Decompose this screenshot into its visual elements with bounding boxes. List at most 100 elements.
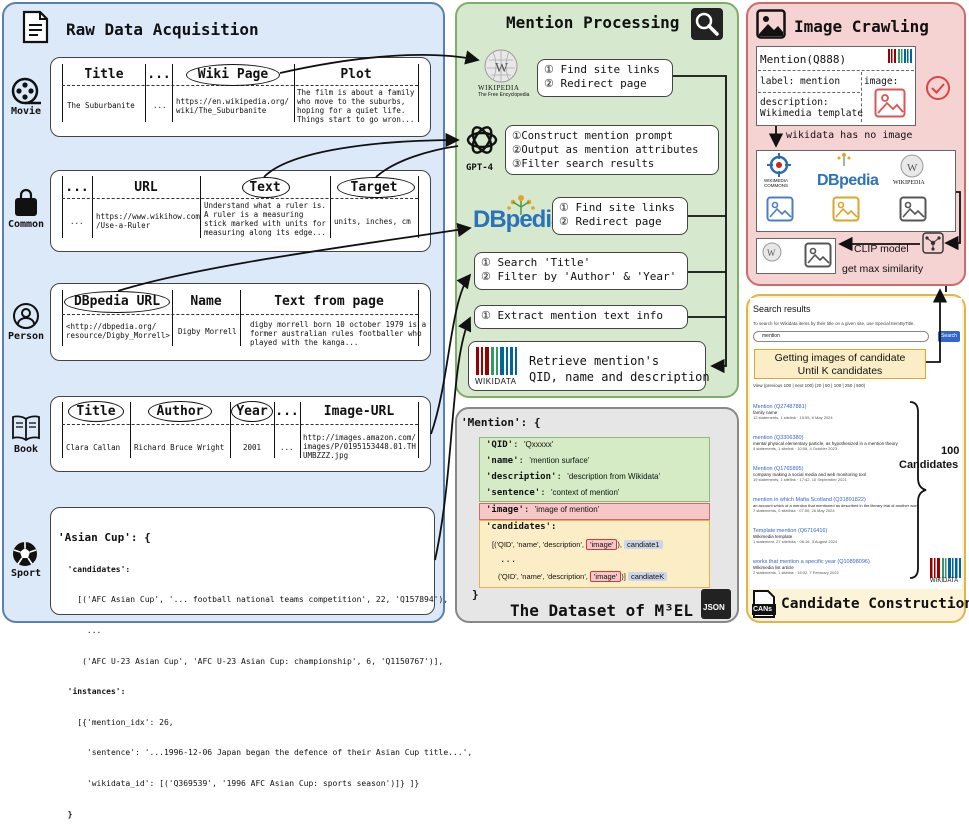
- person-cell-text: digby morrell born 10 october 1979 is a …: [250, 320, 427, 347]
- wikimedia-commons-icon: [767, 153, 791, 177]
- mention-processing-title: Mention Processing: [506, 13, 680, 32]
- gpt-label: GPT-4: [466, 163, 494, 173]
- result-meta: 19 statements, 1 sitelink · 17:42, 10 Se…: [753, 477, 847, 482]
- movie-header-title: Title: [84, 67, 124, 82]
- open-book-icon: [12, 415, 40, 442]
- mention-q888-title: Mention(Q888): [760, 53, 847, 66]
- category-movie: Movie: [10, 106, 42, 117]
- dataset-row-image: 'image': 'image of mention': [486, 505, 600, 515]
- mention-desc-line1: description:: [760, 97, 829, 108]
- book-cell-image-url: http://images.amazon.com/ images/P/01951…: [303, 433, 416, 460]
- sport-line: [{'mention_idx': 26,: [58, 717, 174, 727]
- max-similarity-label: get max similarity: [842, 263, 924, 275]
- dataset-val: 'context of mention': [551, 488, 620, 497]
- dataset-candidate-fields: ('QID', 'name', 'description',: [498, 572, 588, 581]
- author-highlight: [148, 401, 212, 422]
- getting-images-box: Getting images of candidate Until K cand…: [754, 349, 926, 379]
- dataset-candidate-row-k: ('QID', 'name', 'description', 'image')]…: [498, 571, 668, 582]
- dbpedia-tree-icon: [507, 195, 535, 215]
- common-header-url: URL: [134, 180, 158, 195]
- result-desc: Wikimedia list article: [753, 565, 794, 570]
- image-icon: [756, 9, 786, 39]
- wikidata-logo-text: WIKIDATA: [475, 377, 517, 386]
- wikipedia-small-globe-icon: W: [900, 154, 924, 178]
- dbpedia-small-tree-icon: [837, 153, 851, 166]
- sport-line: ('AFC U-23 Asian Cup', 'AFC U-23 Asian C…: [58, 656, 444, 666]
- dataset-val: 'description from Wikidata': [567, 472, 661, 481]
- search-query: mention: [762, 333, 780, 339]
- result-desc: Wikimedia template: [753, 534, 793, 539]
- extract-steps-box: ① Extract mention text info: [474, 305, 688, 329]
- svg-text:W: W: [495, 61, 509, 76]
- wikipedia-result-globe-icon: W: [762, 242, 782, 262]
- candidates-word: Candidates: [899, 459, 959, 471]
- book-header-ellipsis: ...: [275, 404, 299, 419]
- dataset-candidate-image-tag: 'image': [586, 539, 618, 550]
- common-cell-target: units, inches, cm: [334, 217, 411, 226]
- movie-cell-title: The Suburbanite: [67, 101, 135, 110]
- common-header-ellipsis: ...: [65, 180, 89, 195]
- dataset-image-block: [479, 503, 710, 520]
- book-header-image-url: Image-URL: [323, 404, 395, 419]
- common-cell-ellipsis: ...: [70, 217, 84, 226]
- dataset-row-sentence: 'sentence': 'context of mention': [486, 488, 620, 498]
- common-cell-text: Understand what a ruler is. A ruler is a…: [204, 201, 326, 237]
- wikidata-barcode-icon: [476, 347, 517, 375]
- book-cell-year: 2001: [243, 443, 262, 452]
- person-header-dbpedia-url: DBpedia URL: [73, 294, 161, 309]
- result-title[interactable]: Template:mention (Q6716416): [753, 528, 828, 534]
- image-gray-icon: [899, 196, 927, 222]
- wikidata-retrieve-text: Retrieve mention's QID, name and descrip…: [529, 354, 710, 384]
- svg-text:W: W: [767, 248, 776, 258]
- dataset-key: 'description': [486, 472, 557, 482]
- mention-image-label: image:: [864, 76, 899, 87]
- result-title[interactable]: Mention (Q27487881): [753, 404, 807, 410]
- search-results-heading: Search results: [753, 304, 811, 314]
- common-header-text: Text: [249, 180, 281, 195]
- svg-text:W: W: [907, 162, 918, 174]
- category-person: Person: [7, 331, 45, 342]
- result-title[interactable]: mention (Q3306380): [753, 435, 804, 441]
- movie-header-wiki-page: Wiki Page: [197, 67, 269, 82]
- result-item[interactable]: mention (Q3306380) mental physical eleme…: [753, 435, 918, 451]
- candidate-construction-title: Candidate Construction: [781, 596, 969, 612]
- result-item[interactable]: works that mention a specific year (Q108…: [753, 559, 918, 575]
- search-button[interactable]: Search: [938, 331, 960, 342]
- book-header-author: Author: [156, 404, 204, 419]
- person-cell-name: Digby Morrell: [178, 327, 237, 336]
- magnifier-icon: [691, 8, 723, 40]
- result-meta: 2 statements, 1 sitelink · 16:32, 7 Febr…: [753, 570, 839, 575]
- result-title[interactable]: works that mention a specific year (Q108…: [753, 559, 870, 565]
- hundred-count: 100: [941, 445, 960, 457]
- wikipedia-logo-text: WIKIPEDIA: [478, 84, 520, 92]
- result-item[interactable]: Mention (Q1765895) company making a soci…: [753, 466, 918, 482]
- search-hint: To search for Wikidata items by their ti…: [753, 321, 915, 326]
- wikidata-mini-barcode-icon: [888, 49, 912, 63]
- sport-json-card: [50, 507, 435, 615]
- wiki-steps-box: ① Find site links ② Redirect page: [537, 59, 673, 97]
- person-cell-url: <http://dbpedia.org/ resource/Digby_Morr…: [66, 322, 170, 340]
- result-title[interactable]: mention in which Mafia Scotland (Q318918…: [753, 497, 866, 503]
- dataset-title: The Dataset of M³EL: [510, 601, 694, 620]
- dataset-row-qid: 'QID': 'Qxxxxx': [486, 440, 554, 450]
- result-desc: mental physical elementary particle, as …: [753, 441, 898, 446]
- result-meta: 12 statements, 1 sitelink · 15:55, 6 May…: [753, 415, 833, 420]
- dataset-row-name: 'name': 'mention surface': [486, 456, 590, 466]
- result-item[interactable]: Mention (Q27487881) family name 12 state…: [753, 404, 918, 420]
- title-highlight: [68, 401, 124, 422]
- dataset-key: 'QID': [486, 440, 514, 450]
- image-crawling-title: Image Crawling: [794, 17, 929, 36]
- dataset-candidates-key: 'candidates':: [486, 522, 557, 532]
- results-count-line: View (previous 100 | next 100) (20 | 50 …: [753, 383, 866, 388]
- book-header-year: Year: [236, 404, 268, 419]
- dataset-candidate-id-k: candiateK: [627, 572, 668, 581]
- mention-label-line: label: mention: [760, 76, 841, 87]
- dataset-key: 'name': [486, 456, 519, 466]
- movie-header-ellipsis: ...: [147, 67, 171, 82]
- result-title[interactable]: Mention (Q1765895): [753, 466, 804, 472]
- result-item[interactable]: mention in which Mafia Scotland (Q318918…: [753, 497, 928, 513]
- dataset-candidate-dots: ...: [500, 555, 517, 565]
- sport-line: 'sentence': '...1996-12-06 Japan began t…: [58, 748, 473, 758]
- dataset-close-brace: }: [472, 588, 479, 601]
- result-item[interactable]: Template:mention (Q6716416) Wikimedia te…: [753, 528, 918, 544]
